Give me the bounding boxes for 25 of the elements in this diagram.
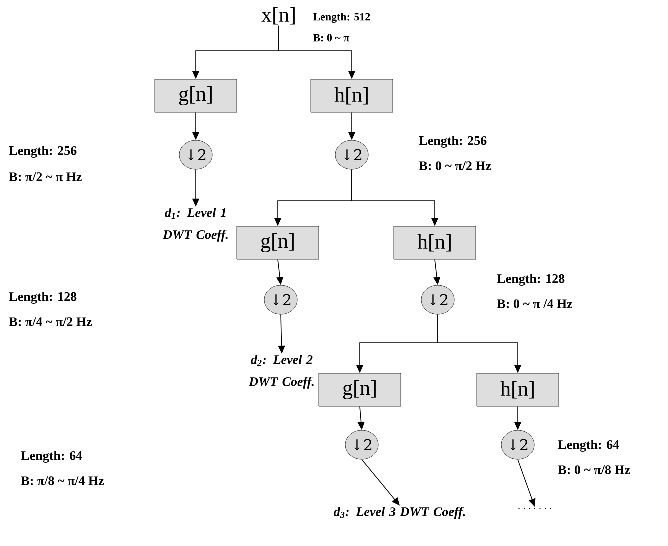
band-label: Length: 64 [21,451,82,463]
filter-box: h[n] [310,79,394,113]
band-label: B: 0 ~ π/8 Hz [558,466,630,474]
band-label: Length: 512 [313,12,370,24]
coefficient-label: d$_{2}$: Level 2 DWT Coeff. [249,355,314,389]
filter-box: g[n] [154,79,238,113]
signal-label: x[n] [262,7,295,25]
filter-box: g[n] [318,373,402,407]
band-label: Length: 128 [9,292,77,304]
band-label: B: 0 ~ π/2 Hz [419,162,492,170]
band-label: Length: 256 [9,146,77,158]
band-label: B: 0 ~ π [313,34,350,42]
band-label: Length: 128 [497,274,565,286]
filter-box: g[n] [236,226,320,260]
continuation-dots: · · · · · · · [518,508,552,510]
band-label: B: π/8 ~ π/4 Hz [21,476,104,486]
band-label: Length: 256 [419,136,487,148]
coefficient-label: d$_{1}$: Level 1 DWT Coeff. [163,208,228,242]
filter-box: h[n] [394,226,476,260]
band-label: Length: 64 [558,440,620,452]
filter-box: h[n] [476,373,560,407]
band-label: B: π/4 ~ π/2 Hz [9,318,92,326]
band-label: B: 0 ~ π /4 Hz [497,300,573,308]
coefficient-label: d$_{3}$: Level 3 DWT Coeff. [334,507,466,519]
band-label: B: π/2 ~ π Hz [9,172,82,182]
